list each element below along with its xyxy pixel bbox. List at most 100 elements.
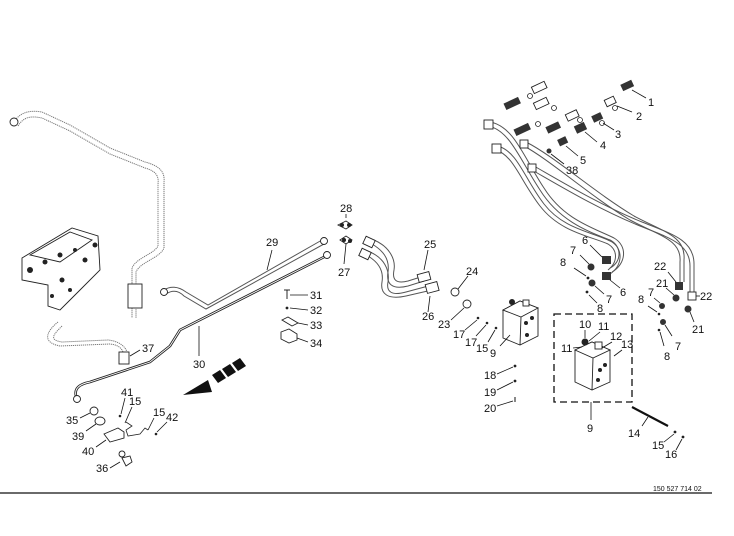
leader-20 [496, 400, 514, 407]
pipe-29-outline [165, 243, 325, 310]
callout-36: 36 [96, 463, 108, 475]
detail-box: 10 11 11 12 13 9 [553, 313, 633, 435]
leader-23 [450, 307, 465, 321]
callout-21a: 21 [656, 278, 668, 290]
hose-37-outline [53, 325, 129, 359]
pipe-30-fitting [323, 251, 331, 259]
leader-7a [579, 254, 590, 265]
fitting-7b [588, 279, 596, 287]
bracket-parts: 35 39 40 36 41 15 15 42 [66, 387, 178, 475]
small-parts-31-34: 31 32 33 34 [280, 289, 322, 350]
callout-15a: 15 [129, 396, 141, 408]
pipe-30 [74, 254, 327, 397]
leader-34 [296, 337, 309, 343]
hose-25-end [362, 235, 376, 249]
leader-7b [594, 285, 605, 295]
leader-2 [616, 105, 633, 113]
pipe-29-end [160, 288, 168, 296]
leader-24 [457, 275, 469, 290]
long-return-pipe-outline [17, 116, 159, 318]
pipe-29-fitting [320, 237, 328, 245]
washer-39 [94, 416, 106, 426]
valve-block-assembly [21, 227, 101, 311]
leader-17b [475, 324, 487, 337]
callout-8c: 8 [638, 294, 644, 306]
hoses-25-26: 25 26 [358, 235, 440, 323]
fittings-6-7-8-left: 6 6 7 8 7 8 [560, 235, 626, 315]
callout-12: 12 [610, 331, 622, 343]
leader-16 [675, 438, 683, 451]
callout-13: 13 [621, 339, 633, 351]
leader-7c [653, 297, 661, 304]
fitting-6a [602, 256, 611, 264]
leader-11a [588, 331, 601, 342]
coupler-4 [573, 121, 588, 134]
fittings-23-24: 24 23 17 17 15 [438, 266, 498, 355]
bolt-19 [513, 379, 517, 383]
long-hoses [483, 119, 695, 292]
pipe-30-highlight [75, 255, 327, 397]
valve-block-fittings [27, 242, 98, 298]
callout-6a: 6 [582, 235, 588, 247]
fitting-36 [121, 455, 133, 467]
leader-4 [584, 131, 598, 143]
leader-17a [464, 319, 478, 331]
leader-21b [689, 311, 695, 323]
leader-8c [647, 305, 658, 313]
coupler-2 [603, 95, 617, 108]
plug-17a [476, 316, 480, 320]
callout-7b: 7 [606, 294, 612, 306]
callout-6b: 6 [620, 287, 626, 299]
callout-39: 39 [72, 431, 84, 443]
leader-37 [129, 349, 141, 357]
adapter-5 [557, 136, 569, 147]
callout-8d: 8 [664, 351, 670, 363]
direction-arrow-icon [183, 358, 246, 395]
leader-3 [602, 122, 615, 131]
leader-18 [496, 366, 514, 375]
leader-33 [297, 322, 309, 326]
fitting-24 [450, 287, 460, 297]
callout-14: 14 [628, 428, 640, 440]
callout-8b: 8 [597, 303, 603, 315]
fitting-7a [587, 263, 595, 271]
callout-42: 42 [166, 412, 178, 424]
fitting-23 [462, 299, 472, 309]
callout-17a: 17 [453, 329, 465, 341]
leader-15b [147, 417, 155, 431]
pipe-30-end [73, 395, 81, 403]
leader-15c [487, 329, 496, 343]
callout-15c: 15 [476, 343, 488, 355]
hose-end [483, 119, 494, 130]
leader-9a [499, 334, 511, 347]
callout-28: 28 [340, 203, 352, 215]
callout-22a: 22 [654, 261, 666, 273]
callout-4: 4 [600, 140, 606, 152]
leader-41 [120, 397, 126, 415]
rod-14 [631, 406, 669, 427]
callout-18: 18 [484, 370, 496, 382]
hose-37-fitting [118, 351, 130, 365]
callout-7c: 7 [648, 287, 654, 299]
long-return-pipe [13, 110, 165, 318]
callout-21b: 21 [692, 324, 704, 336]
bolt-18 [513, 364, 517, 368]
callout-38: 38 [566, 165, 578, 177]
plug-8b [585, 290, 589, 294]
callout-37: 37 [142, 343, 154, 355]
leader-36 [109, 461, 121, 469]
fitting-6b [602, 272, 611, 280]
fitting-21b [684, 305, 692, 313]
leader-11b [572, 346, 583, 349]
pin-15d [673, 430, 677, 434]
callout-41: 41 [121, 387, 133, 399]
callout-11a: 11 [598, 321, 609, 333]
bolts-18-20: 18 19 20 [484, 364, 517, 415]
wire-clip [125, 421, 149, 437]
valve-block-top [28, 231, 93, 263]
coupler-group [503, 80, 583, 137]
document-number: 150 527 714 02 [653, 486, 702, 493]
callout-8a: 8 [560, 257, 566, 269]
couplers: 1 2 3 4 5 38 [503, 79, 654, 177]
screw-42 [154, 432, 158, 436]
